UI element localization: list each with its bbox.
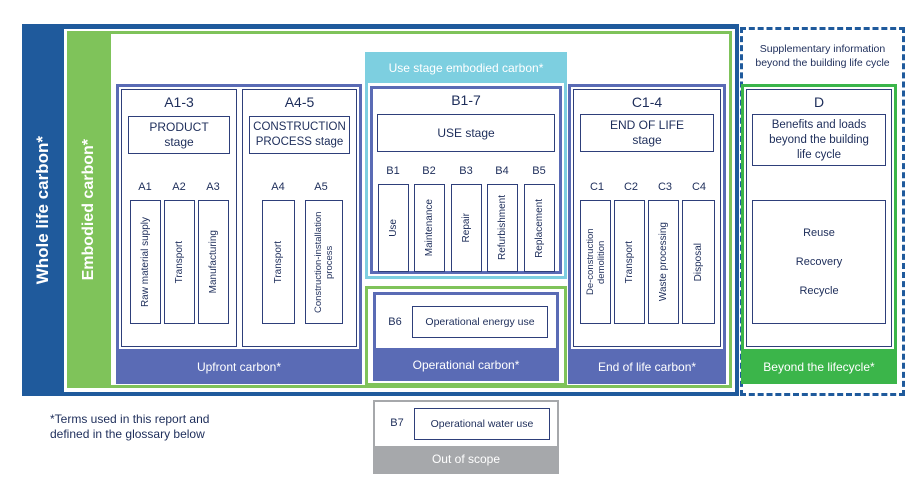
a3-box: Manufacturing: [198, 200, 229, 324]
module-d-code: D: [813, 94, 825, 110]
module-b17-code: B1-7: [451, 92, 481, 108]
d-item-recovery: Recovery: [795, 256, 843, 268]
module-c14: [573, 89, 721, 347]
d-items-box: [752, 200, 886, 324]
a1-code: A1: [138, 181, 152, 193]
b4-code: B4: [495, 165, 509, 177]
b1-label: Use: [388, 219, 399, 237]
b5-code: B5: [532, 165, 546, 177]
c2-code: C2: [623, 181, 639, 193]
embodied-frame: [67, 31, 732, 388]
end-of-life-carbon-bar: End of life carbon*: [568, 349, 726, 384]
module-d-title: Benefits and loads beyond the building l…: [752, 114, 886, 166]
operational-carbon-bar: Operational carbon*: [376, 348, 556, 381]
module-a13: [121, 89, 237, 347]
a4-code: A4: [271, 181, 285, 193]
c1-box: De-construction demolition: [580, 200, 611, 324]
module-d: [746, 89, 892, 347]
b3-code: B3: [459, 165, 473, 177]
b4-box: Refurbishment: [487, 184, 518, 272]
b6-box: Operational energy use: [412, 306, 548, 338]
c2-box: Transport: [614, 200, 645, 324]
b1-code: B1: [386, 165, 400, 177]
whole-life-label: Whole life carbon*: [33, 135, 52, 285]
out-of-scope-bar: Out of scope: [375, 446, 557, 472]
module-c14-code: C1-4: [631, 94, 663, 110]
b7-box: Operational water use: [414, 408, 550, 440]
a5-label: Construction-installation process: [313, 211, 335, 313]
whole-life-label-wrap: Whole life carbon*: [22, 24, 64, 396]
c3-label: Waste processing: [658, 222, 669, 302]
c3-box: Waste processing: [648, 200, 679, 324]
b2-box: Maintenance: [414, 184, 445, 272]
module-c14-title: END OF LIFE stage: [580, 114, 714, 152]
d-item-recycle: Recycle: [799, 285, 839, 297]
a2-box: Transport: [164, 200, 195, 324]
use-stage-embodied-header: Use stage embodied carbon*: [365, 52, 567, 83]
module-a13-title: PRODUCT stage: [128, 116, 230, 154]
a1-label: Raw material supply: [140, 216, 151, 308]
b6-code: B6: [388, 316, 402, 328]
c4-label: Disposal: [693, 242, 704, 282]
b1-box: Use: [378, 184, 409, 272]
beyond-lifecycle-bar: Beyond the lifecycle*: [741, 349, 897, 384]
footnote: *Terms used in this report and defined i…: [50, 412, 210, 441]
c1-code: C1: [589, 181, 605, 193]
module-a45-title: CONSTRUCTION PROCESS stage: [249, 116, 350, 154]
b2-code: B2: [422, 165, 436, 177]
b4-label: Refurbishment: [497, 195, 508, 261]
b5-label: Replacement: [534, 198, 545, 258]
a2-label: Transport: [174, 240, 185, 284]
supplementary-label: Supplementary information beyond the bui…: [755, 43, 890, 69]
a5-box: Construction-installation process: [305, 200, 343, 324]
b3-box: Repair: [451, 184, 482, 272]
module-a45-code: A4-5: [284, 94, 315, 110]
b5-box: Replacement: [524, 184, 555, 272]
a4-box: Transport: [262, 200, 295, 324]
a3-code: A3: [206, 181, 220, 193]
upfront-carbon-bar: Upfront carbon*: [116, 349, 362, 384]
b7-code: B7: [390, 417, 404, 429]
a5-code: A5: [314, 181, 328, 193]
a2-code: A2: [172, 181, 186, 193]
a1-box: Raw material supply: [130, 200, 161, 324]
b3-label: Repair: [461, 213, 472, 243]
c3-code: C3: [657, 181, 673, 193]
d-item-reuse: Reuse: [803, 227, 835, 239]
b2-label: Maintenance: [424, 199, 435, 257]
module-a13-code: A1-3: [164, 94, 194, 110]
c1-label: De-construction demolition: [584, 228, 607, 296]
c4-code: C4: [691, 181, 707, 193]
c2-label: Transport: [624, 240, 635, 284]
c4-box: Disposal: [682, 200, 715, 324]
embodied-band: [67, 31, 111, 388]
module-a45: [242, 89, 357, 347]
a3-label: Manufacturing: [208, 230, 219, 294]
a4-label: Transport: [273, 240, 284, 284]
module-b17: [370, 86, 562, 274]
module-b17-title: USE stage: [377, 114, 555, 152]
